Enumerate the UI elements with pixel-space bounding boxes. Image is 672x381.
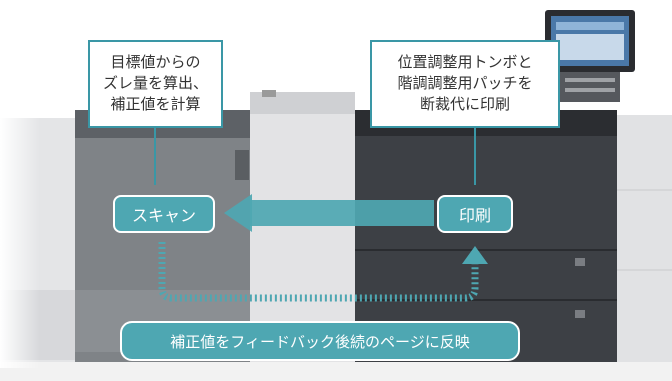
left-callout-line2: ズレ量を算出、: [102, 74, 208, 92]
right-callout-line2: 階調調整用パッチを: [397, 74, 533, 92]
feedback-loop-arrow: [158, 242, 479, 302]
right-callout-line1: 位置調整用トンボと: [397, 53, 533, 71]
left-callout-line1: 目標値からの: [110, 53, 201, 71]
print-node: 印刷: [437, 195, 513, 233]
left-callout: 目標値からの ズレ量を算出、 補正値を計算: [88, 40, 223, 128]
control-panel-monitor: [545, 10, 635, 102]
scan-node: スキャン: [113, 195, 215, 233]
right-callout-line3: 断裁代に印刷: [419, 95, 510, 113]
feedback-arrowhead-icon: [462, 246, 488, 264]
right-machine-body: [617, 115, 672, 365]
left-callout-line3: 補正値を計算: [110, 95, 201, 113]
print-to-scan-arrow: [224, 194, 434, 232]
feedback-banner: 補正値をフィードバック後続のページに反映: [120, 321, 520, 361]
right-callout: 位置調整用トンボと 階調調整用パッチを 断裁代に印刷: [370, 40, 560, 128]
